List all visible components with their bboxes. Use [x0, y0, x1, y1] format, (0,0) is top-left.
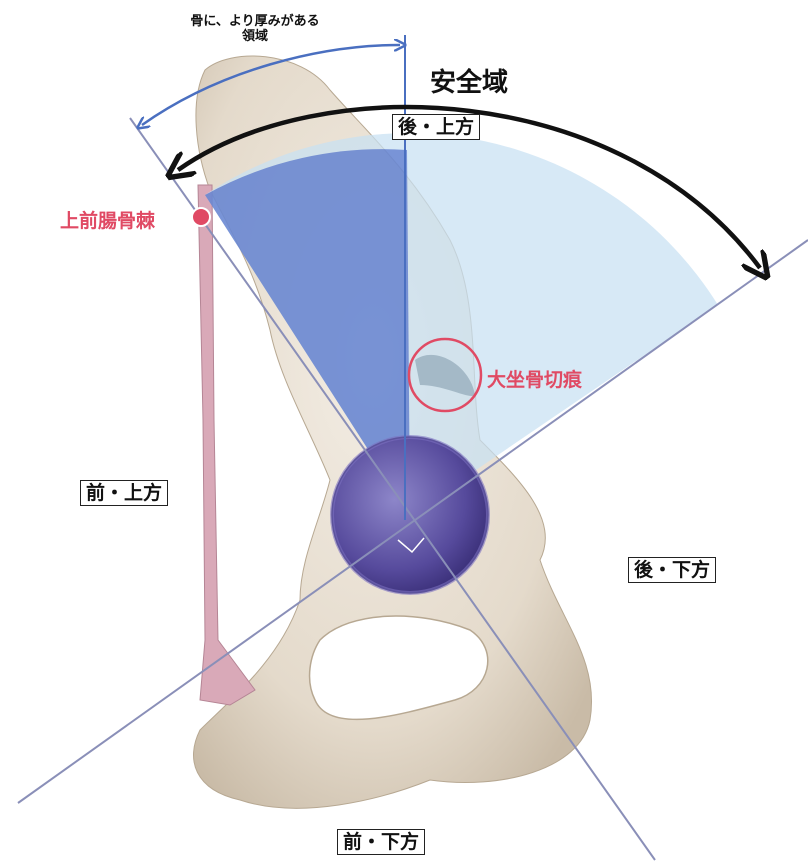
anterior-inferior-label: 前・下方: [337, 829, 425, 855]
thicker-bone-caption-line2: 領域: [165, 29, 345, 44]
thicker-bone-caption: 骨に、より厚みがある 領域: [165, 14, 345, 44]
asis-label: 上前腸骨棘: [60, 206, 155, 233]
greater-sciatic-notch-label: 大坐骨切痕: [487, 365, 582, 392]
anterior-superior-label: 前・上方: [80, 480, 168, 506]
posterior-superior-label: 後・上方: [392, 114, 480, 140]
posterior-inferior-label: 後・下方: [628, 557, 716, 583]
safe-zone-title: 安全域: [430, 62, 508, 99]
asis-point: [192, 208, 210, 226]
thicker-bone-caption-line1: 骨に、より厚みがある: [165, 14, 345, 29]
